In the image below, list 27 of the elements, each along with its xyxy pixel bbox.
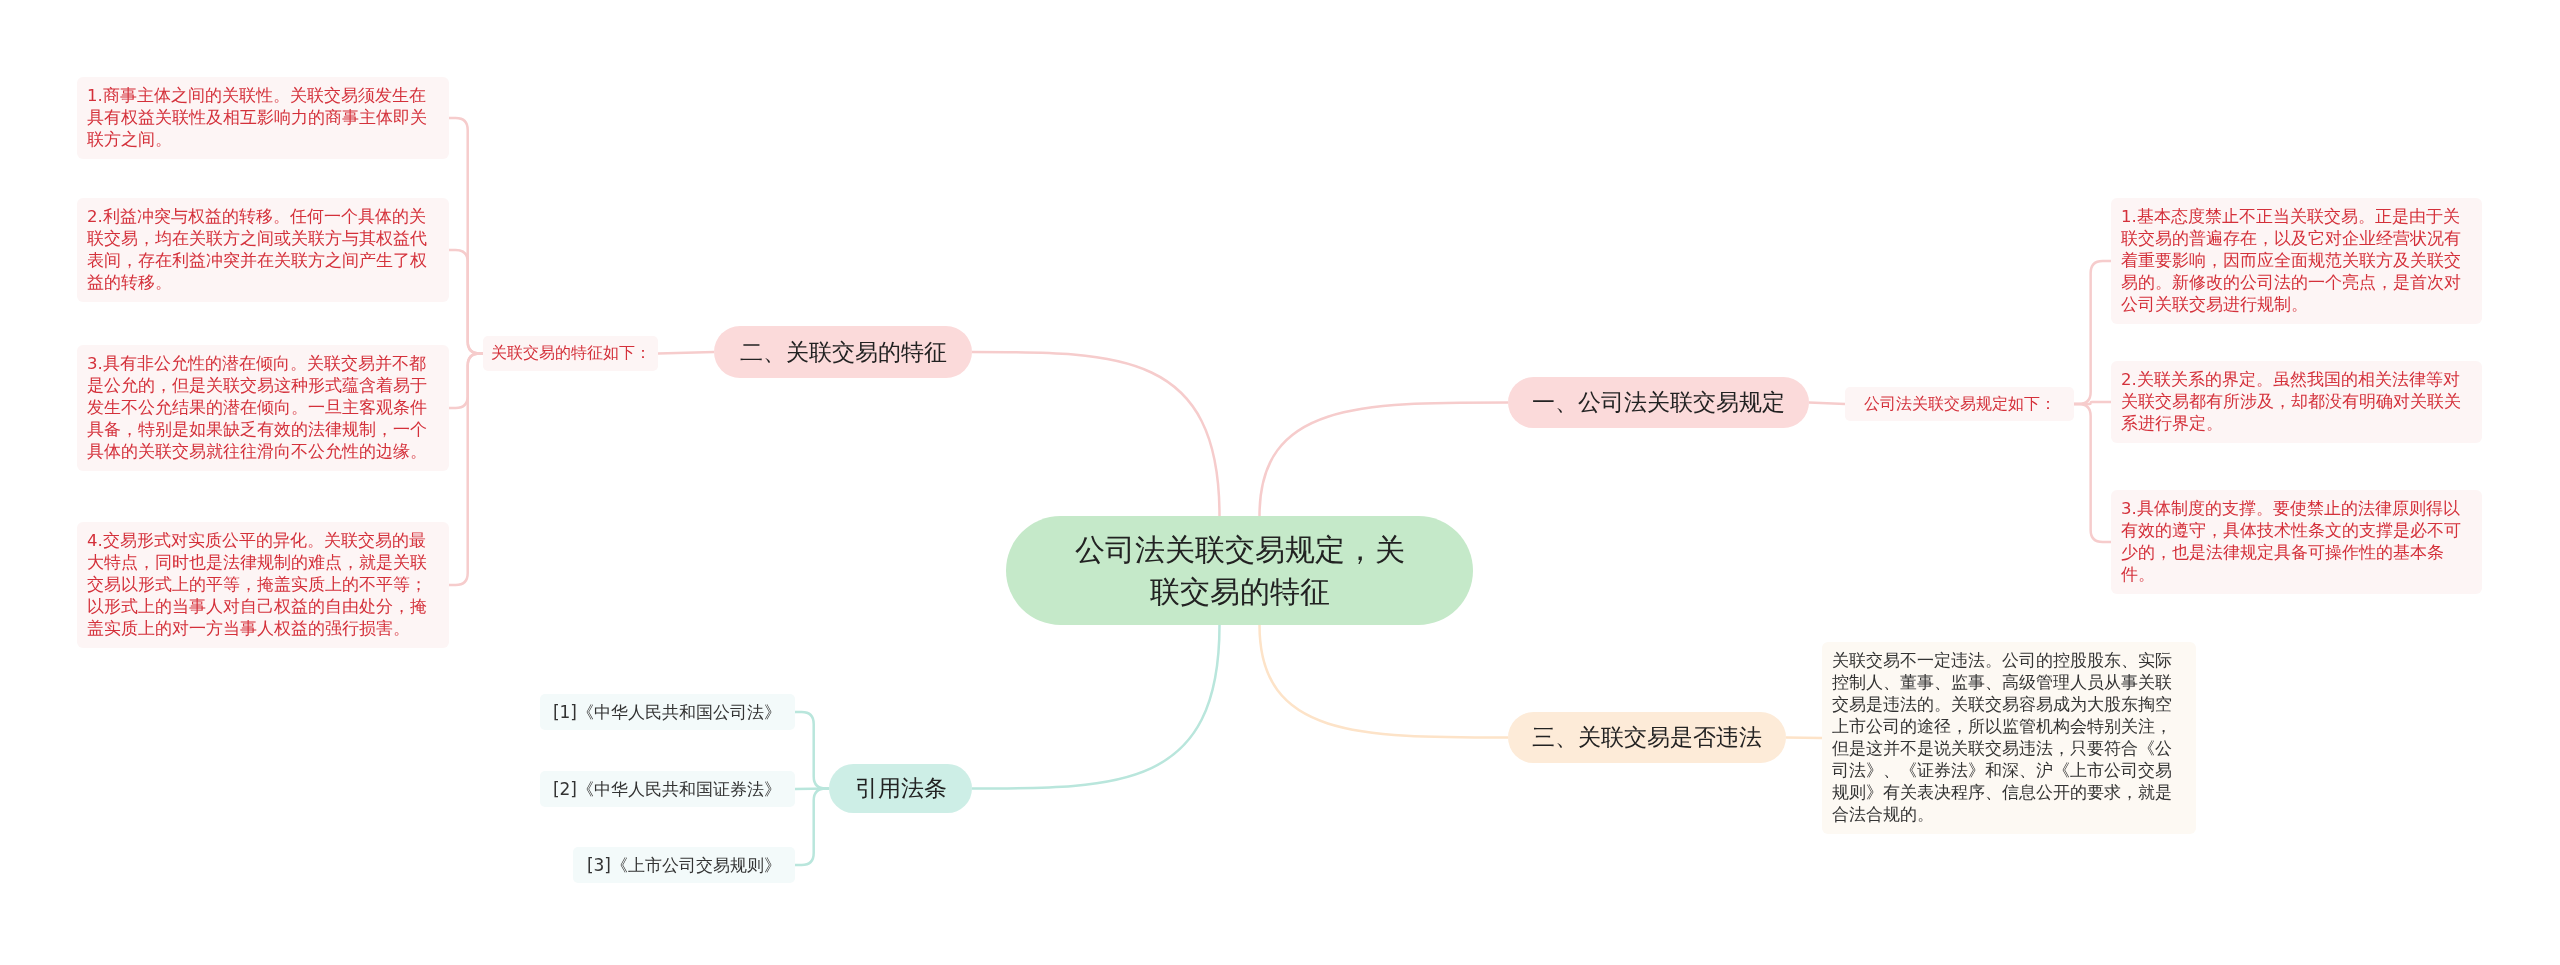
note-card: 2.关联关系的界定。虽然我国的相关法律等对关联交易都有所涉及，却都没有明确对关联关系进行界定。 <box>2111 361 2482 443</box>
reference-label: [2]《中华人民共和国证券法》 <box>540 771 795 807</box>
note-card: 3.具体制度的支撑。要使禁止的法律原则得以有效的遵守，具体技术性条文的支撑是必不可少的，也是法律规定具备可操作性的基本条件。 <box>2111 490 2482 594</box>
topic-pill: 二、关联交易的特征 <box>714 326 972 378</box>
note-card: 关联交易不一定违法。公司的控股股东、实际控制人、董事、监事、高级管理人员从事关联交易是违法的。关联交易容易成为大股东掏空上市公司的途径，所以监管机构会特别关注，但是这并不是说关联交易违法，只要符合《公司法》、《证券法》和深、沪《上市公司交易规则》有关表决程序、信息公开的要求，就是合法合规的。 <box>1822 642 2196 834</box>
note-card: 1.商事主体之间的关联性。关联交易须发生在具有权益关联性及相互影响力的商事主体即关联方之间。 <box>77 77 449 159</box>
reference-label: [3]《上市公司交易规则》 <box>573 847 795 883</box>
note-card: 4.交易形式对实质公平的异化。关联交易的最大特点，同时也是法律规制的难点，就是关联交易以形式上的平等，掩盖实质上的不平等；以形式上的当事人对自己权益的自由处分，掩盖实质上的对一方当事人权益的强行损害。 <box>77 522 449 648</box>
topic-pill: 三、关联交易是否违法 <box>1508 712 1786 763</box>
topic-pill: 一、公司法关联交易规定 <box>1508 377 1809 428</box>
note-card: 3.具有非公允性的潜在倾向。关联交易并不都是公允的，但是关联交易这种形式蕴含着易于发生不公允结果的潜在倾向。一旦主客观条件具备，特别是如果缺乏有效的法律规制，一个具体的关联交易就往往滑向不公允性的边缘。 <box>77 345 449 471</box>
connector-line <box>1258 401 1508 517</box>
subtopic-label: 公司法关联交易规定如下： <box>1845 387 2074 421</box>
connector-line <box>1258 624 1508 739</box>
note-card: 1.基本态度禁止不正当关联交易。正是由于关联交易的普遍存在，以及它对企业经营状况有着重要影响，因而应全面规范关联方及关联交易的。新修改的公司法的一个亮点，是首次对公司关联交易进行规制。 <box>2111 198 2482 324</box>
connector-line <box>1808 401 1846 406</box>
central-topic: 公司法关联交易规定，关联交易的特征 <box>1006 516 1473 625</box>
connector-line <box>657 350 715 355</box>
note-card: 2.利益冲突与权益的转移。任何一个具体的关联交易，均在关联方之间或关联方与其权益代表间，存在利益冲突并在关联方之间产生了权益的转移。 <box>77 198 449 302</box>
reference-label: [1]《中华人民共和国公司法》 <box>540 694 795 730</box>
topic-pill: 引用法条 <box>829 764 972 813</box>
connector-line <box>972 350 1221 517</box>
connector-line <box>1786 736 1822 740</box>
connector-line <box>2074 402 2111 544</box>
subtopic-label: 关联交易的特征如下： <box>483 336 658 371</box>
connector-line <box>972 624 1221 790</box>
connector-line <box>449 352 483 587</box>
